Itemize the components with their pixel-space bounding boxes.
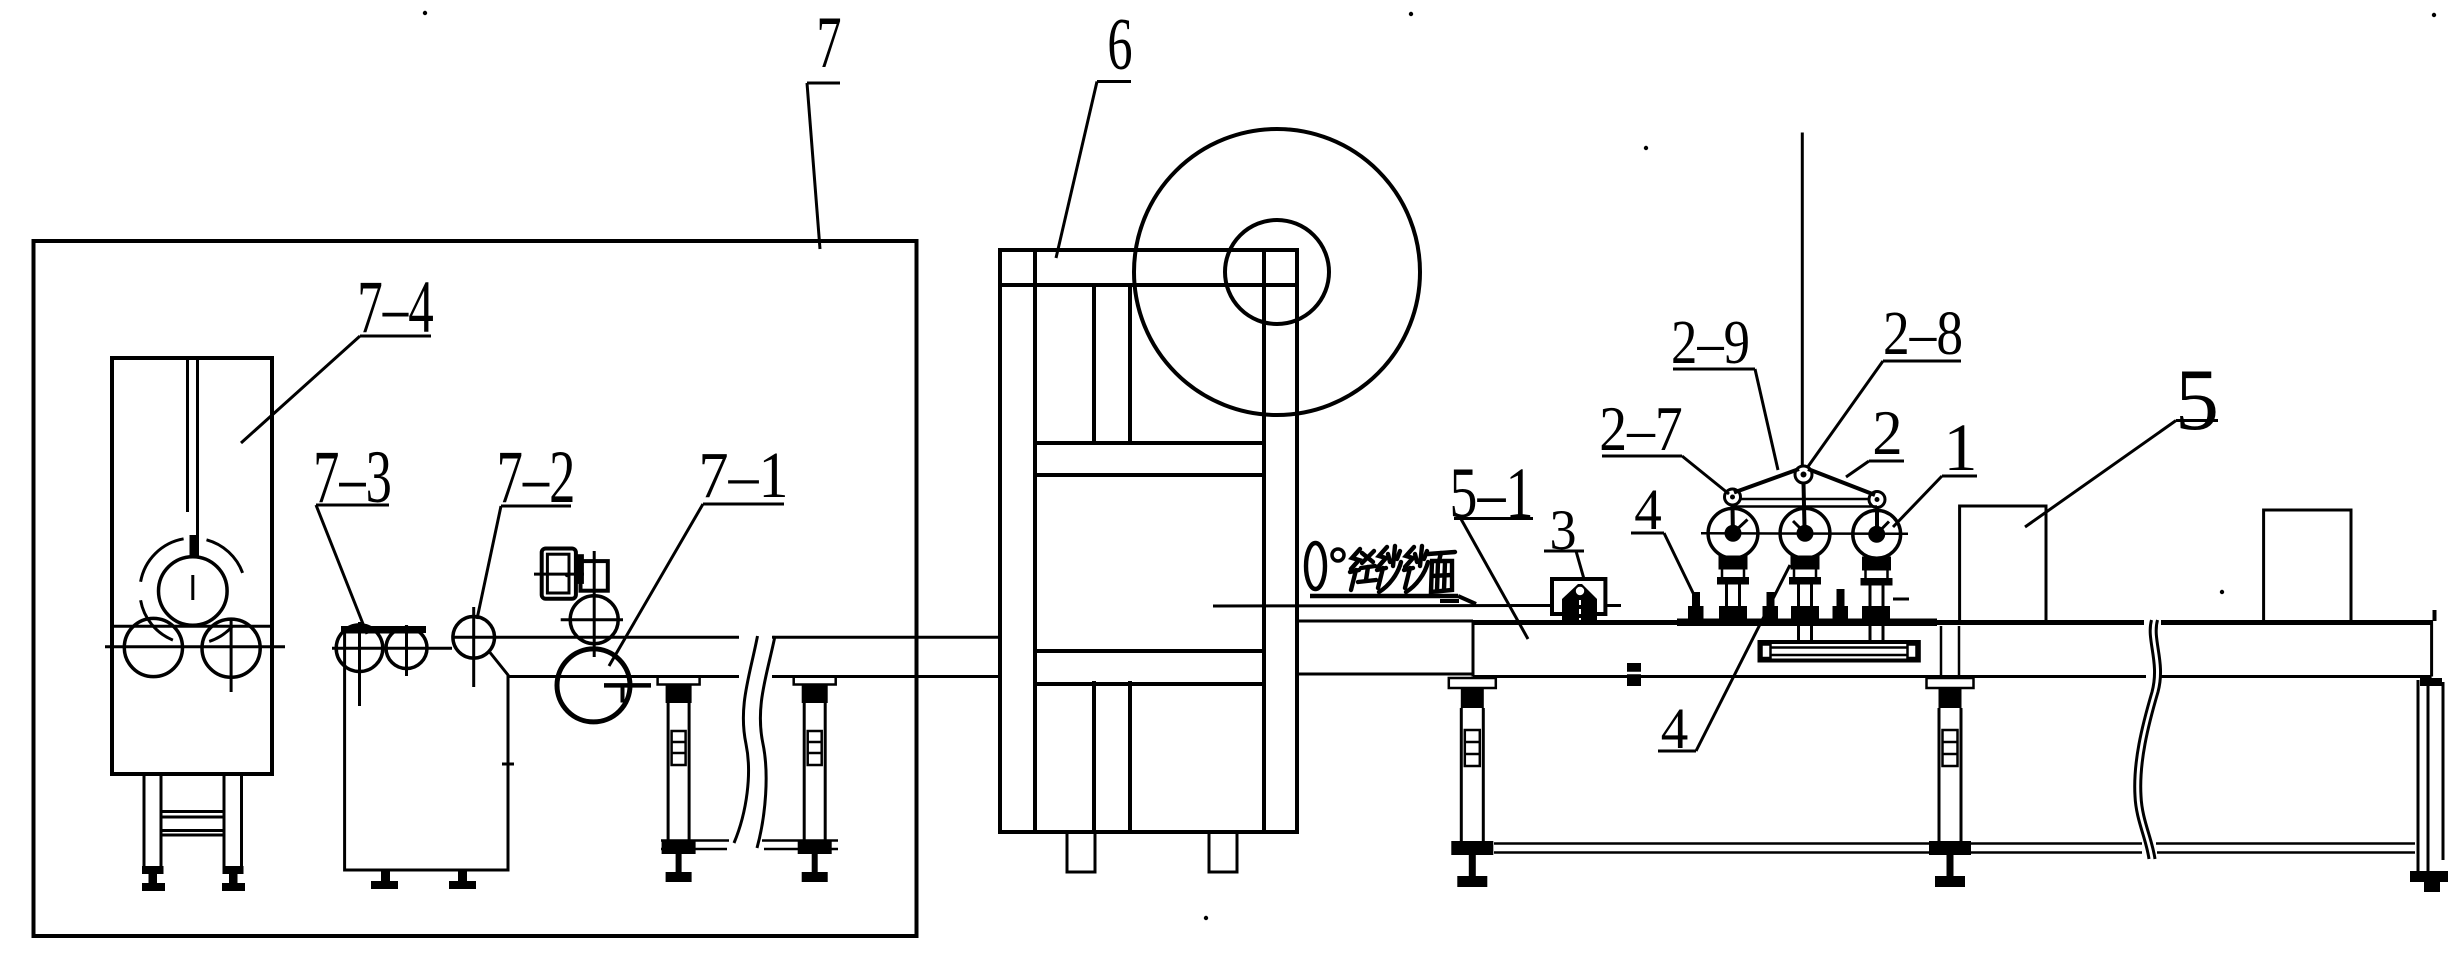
svg-text:1: 1 [1944, 409, 1978, 485]
svg-text:2–8: 2–8 [1883, 298, 1963, 368]
svg-text:2: 2 [1872, 397, 1902, 469]
svg-text:3: 3 [1549, 499, 1576, 563]
svg-text:6: 6 [1107, 4, 1132, 86]
svg-text:4: 4 [1661, 698, 1689, 762]
svg-text:7–3: 7–3 [313, 436, 392, 519]
svg-text:7: 7 [816, 2, 841, 84]
svg-text:2–9: 2–9 [1671, 309, 1750, 377]
svg-text:7–1: 7–1 [698, 438, 788, 511]
svg-text:2–7: 2–7 [1599, 393, 1682, 463]
svg-text:7–2: 7–2 [497, 436, 576, 519]
svg-text:4: 4 [1634, 479, 1662, 543]
svg-text:7–4: 7–4 [357, 265, 433, 348]
svg-text:5–1: 5–1 [1449, 452, 1533, 532]
svg-text:5: 5 [2175, 352, 2219, 449]
